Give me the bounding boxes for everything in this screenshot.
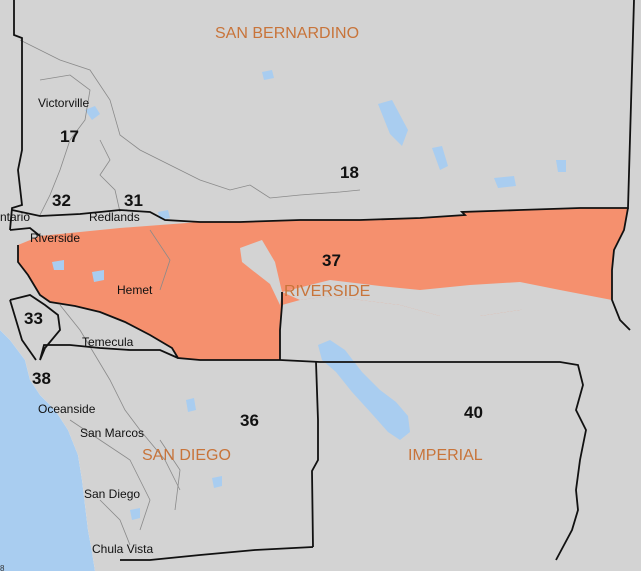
district-label-18: 18 — [340, 163, 359, 182]
lake — [52, 260, 64, 270]
lake — [556, 160, 566, 172]
lake — [130, 508, 140, 520]
city-label-ontario: ntario — [0, 210, 30, 224]
district-label-31: 31 — [124, 191, 143, 210]
minor-boundaries — [19, 39, 361, 546]
district-37-cutout — [282, 280, 612, 316]
district-label-33: 33 — [24, 309, 43, 328]
ocean — [0, 330, 95, 571]
district-37-cutout — [240, 240, 282, 305]
county-label-san-diego: SAN DIEGO — [142, 447, 231, 464]
lake — [378, 100, 408, 146]
district-label-17: 17 — [60, 127, 79, 146]
district-label-36: 36 — [240, 411, 259, 430]
city-label-san-diego: San Diego — [84, 487, 140, 501]
county-label-imperial: IMPERIAL — [408, 447, 483, 464]
county-label-san-bernardino: SAN BERNARDINO — [215, 25, 359, 42]
city-label-redlands: Redlands — [89, 210, 140, 224]
district-label-38: 38 — [32, 369, 51, 388]
district-boundaries — [9, 0, 635, 561]
salton-sea — [318, 340, 410, 440]
city-label-victorville: Victorville — [38, 96, 89, 110]
district-label-37: 37 — [322, 251, 341, 270]
city-label-oceanside: Oceanside — [38, 402, 96, 416]
lake — [262, 70, 274, 80]
lake — [212, 476, 222, 488]
lake — [432, 146, 448, 170]
city-label-san-marcos: San Marcos — [80, 426, 144, 440]
lake — [494, 176, 516, 188]
city-label-temecula: Temecula — [82, 335, 134, 349]
lake — [92, 270, 104, 282]
district-label-32: 32 — [52, 191, 71, 210]
lake — [85, 106, 100, 120]
city-label-chula-vista: Chula Vista — [92, 542, 153, 556]
lake — [186, 398, 196, 412]
city-label-riverside: Riverside — [30, 231, 80, 245]
city-label-hemet: Hemet — [117, 283, 153, 297]
county-label-riverside: RIVERSIDE — [284, 283, 370, 300]
corner-mark: 8 — [0, 564, 5, 571]
district-label-40: 40 — [464, 403, 483, 422]
